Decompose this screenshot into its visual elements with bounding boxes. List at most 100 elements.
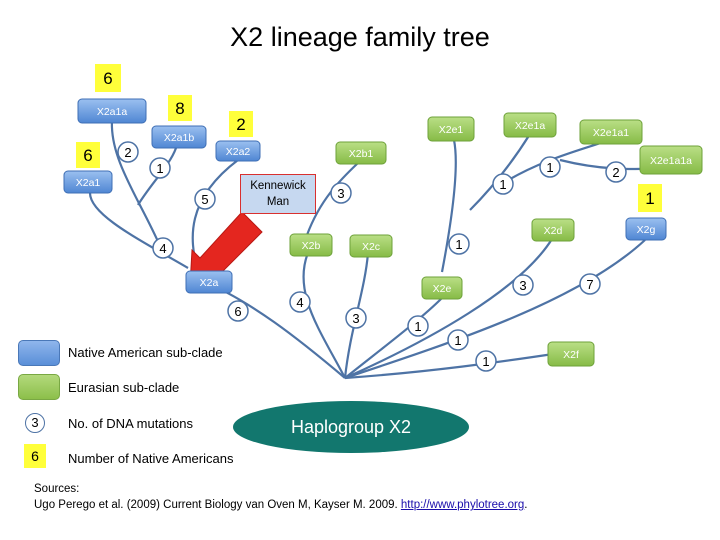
mutation-x2f: 1 (475, 350, 497, 372)
node-box (531, 218, 575, 242)
node-box (579, 119, 643, 145)
node-x2d: X2d (531, 218, 575, 242)
mutation-x2a1: 4 (152, 237, 174, 259)
node-label: X2d (544, 225, 563, 237)
legend-mutation-sample: 3 (25, 413, 45, 433)
mutation-value: 2 (124, 145, 131, 160)
mutation-value: 1 (414, 319, 421, 334)
b-x2a1a (110, 120, 162, 247)
mutation-value: 1 (499, 177, 506, 192)
mutation-value: 1 (454, 333, 461, 348)
kennewick-line-1: Kennewick (250, 180, 306, 192)
native-count-x2a1a: 6 (95, 64, 121, 92)
node-box (625, 217, 667, 241)
mutation-circle (289, 291, 311, 313)
node-x2a1: X2a1 (63, 170, 113, 194)
mutation-x2c: 3 (345, 307, 367, 329)
node-x2a2: X2a2 (215, 140, 261, 162)
legend-count-label: Number of Native Americans (68, 451, 234, 466)
native-count-x2a1b: 8 (168, 95, 192, 121)
mutation-circle (447, 329, 469, 351)
mutation-x2a: 6 (227, 300, 249, 322)
root-haplogroup: Haplogroup X2 (233, 401, 469, 453)
mutation-circle (152, 237, 174, 259)
node-label: X2a (200, 277, 219, 289)
node-x2e1a1a: X2e1a1a (639, 145, 703, 175)
mutation-circle (605, 161, 627, 183)
kennewick-line-2: Man (266, 196, 290, 208)
native-count-x2g: 1 (638, 184, 662, 212)
node-box (547, 341, 595, 367)
node-x2e1: X2e1 (427, 116, 475, 142)
node-box (185, 270, 233, 294)
node-box (289, 233, 333, 257)
node-box (639, 145, 703, 175)
mutation-value: 1 (482, 354, 489, 369)
mutation-value: 3 (352, 311, 359, 326)
native-count-value: 8 (175, 99, 184, 118)
sources-heading: Sources: (34, 483, 80, 495)
phylotree-link[interactable]: http://www.phylotree.org (400, 499, 525, 511)
b-x2e (344, 297, 443, 379)
mutation-value: 5 (201, 192, 208, 207)
node-label: X2b1 (349, 148, 374, 160)
mutation-x2e1a: 1 (492, 173, 514, 195)
node-label: X2f (563, 349, 579, 361)
node-label: X2e (433, 283, 452, 295)
node-box (427, 116, 475, 142)
legend-mutation-label: No. of DNA mutations (68, 416, 193, 431)
mutation-circle (448, 233, 470, 255)
native-count-box (95, 64, 121, 92)
mutation-circle (194, 188, 216, 210)
node-label: X2g (637, 224, 656, 236)
native-count-box (76, 142, 100, 168)
mutation-x2b: 4 (289, 291, 311, 313)
mutation-value: 4 (296, 295, 303, 310)
b-x2f (344, 351, 561, 380)
b-x2e1a (469, 133, 531, 211)
mutation-x2d: 3 (512, 274, 534, 296)
node-box (421, 276, 463, 300)
node-label: X2a1a (97, 106, 128, 118)
legend-count-sample-value: 6 (31, 448, 39, 464)
mutation-value: 1 (156, 161, 163, 176)
mutation-value: 2 (612, 165, 619, 180)
node-box (63, 170, 113, 194)
mutation-value: 4 (159, 241, 166, 256)
node-x2e1a: X2e1a (503, 112, 557, 138)
mutation-trunk: 1 (447, 329, 469, 351)
node-x2a: X2a (185, 270, 233, 294)
node-x2b: X2b (289, 233, 333, 257)
node-label: X2e1a (515, 120, 546, 132)
mutation-circle (492, 173, 514, 195)
native-count-x2a2: 2 (229, 111, 253, 137)
sources-text: Ugo Perego et al. (2009) Current Biology… (34, 497, 527, 513)
mutation-x2a1a: 2 (117, 141, 139, 163)
node-box (215, 140, 261, 162)
native-count-value: 2 (236, 115, 245, 134)
page-title: X2 lineage family tree (230, 22, 490, 52)
mutation-circle (579, 273, 601, 295)
mutation-x2e1a1a: 2 (605, 161, 627, 183)
mutation-value: 1 (455, 237, 462, 252)
node-label: X2b (302, 240, 321, 252)
native-count-box (638, 184, 662, 212)
mutation-circle (117, 141, 139, 163)
native-count-value: 1 (645, 189, 654, 208)
b-x2g (344, 239, 646, 380)
node-x2a1a: X2a1a (77, 98, 147, 124)
mutation-x2b1: 3 (330, 182, 352, 204)
mutation-circle (345, 307, 367, 329)
b-x2e1 (440, 139, 457, 273)
legend-mutation-sample-value: 3 (31, 415, 39, 430)
node-x2e: X2e (421, 276, 463, 300)
native-count-value: 6 (83, 146, 92, 165)
node-label: X2c (362, 241, 380, 253)
node-box (77, 98, 147, 124)
sources-suffix: . (524, 499, 528, 511)
native-count-box (168, 95, 192, 121)
mutation-x2e: 1 (407, 315, 429, 337)
mutation-value: 3 (519, 278, 526, 293)
